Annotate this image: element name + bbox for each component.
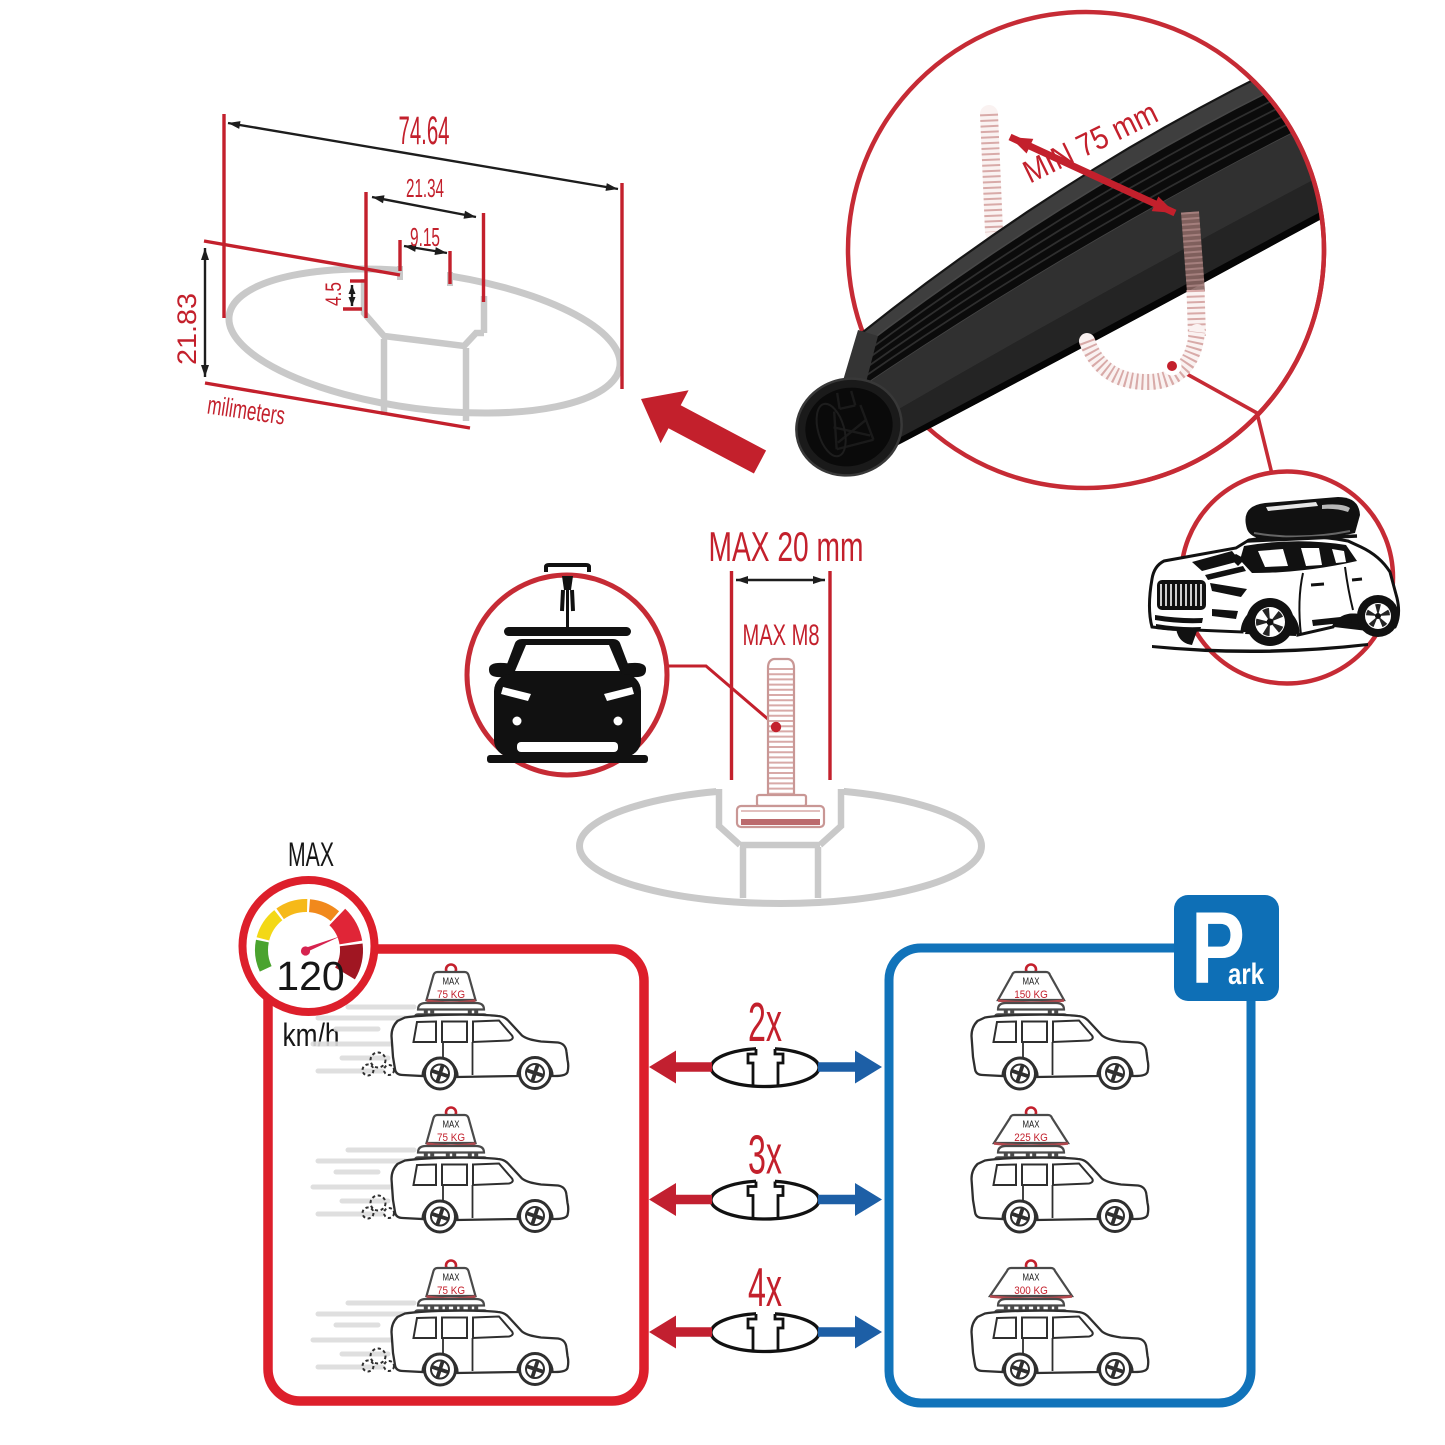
svg-text:75 KG: 75 KG: [437, 989, 465, 1001]
svg-text:km/h: km/h: [283, 1017, 340, 1053]
svg-text:225 KG: 225 KG: [1014, 1132, 1048, 1144]
svg-text:21.34: 21.34: [406, 173, 444, 203]
svg-text:P: P: [1191, 891, 1245, 1005]
svg-text:MAX 20 mm: MAX 20 mm: [709, 523, 864, 570]
svg-text:MAX: MAX: [1023, 1272, 1040, 1284]
svg-text:MAX: MAX: [443, 1119, 460, 1131]
svg-text:3x: 3x: [748, 1124, 782, 1186]
svg-text:MAX: MAX: [443, 1272, 460, 1284]
svg-text:4.5: 4.5: [321, 282, 346, 306]
svg-text:MAX: MAX: [1023, 1119, 1040, 1131]
svg-text:2x: 2x: [748, 991, 782, 1053]
svg-text:MAX: MAX: [1023, 976, 1040, 988]
svg-text:MAX M8: MAX M8: [743, 619, 820, 652]
svg-text:4x: 4x: [748, 1256, 782, 1318]
svg-text:120: 120: [276, 953, 344, 999]
svg-text:150 KG: 150 KG: [1014, 989, 1048, 1001]
svg-text:300 KG: 300 KG: [1014, 1285, 1048, 1297]
svg-text:9.15: 9.15: [410, 222, 440, 252]
svg-text:21.83: 21.83: [172, 293, 202, 365]
svg-text:75 KG: 75 KG: [437, 1285, 465, 1297]
svg-text:75 KG: 75 KG: [437, 1132, 465, 1144]
svg-text:74.64: 74.64: [399, 109, 450, 153]
svg-text:MAX: MAX: [288, 836, 334, 874]
svg-text:MAX: MAX: [443, 976, 460, 988]
svg-text:ark: ark: [1228, 958, 1264, 991]
